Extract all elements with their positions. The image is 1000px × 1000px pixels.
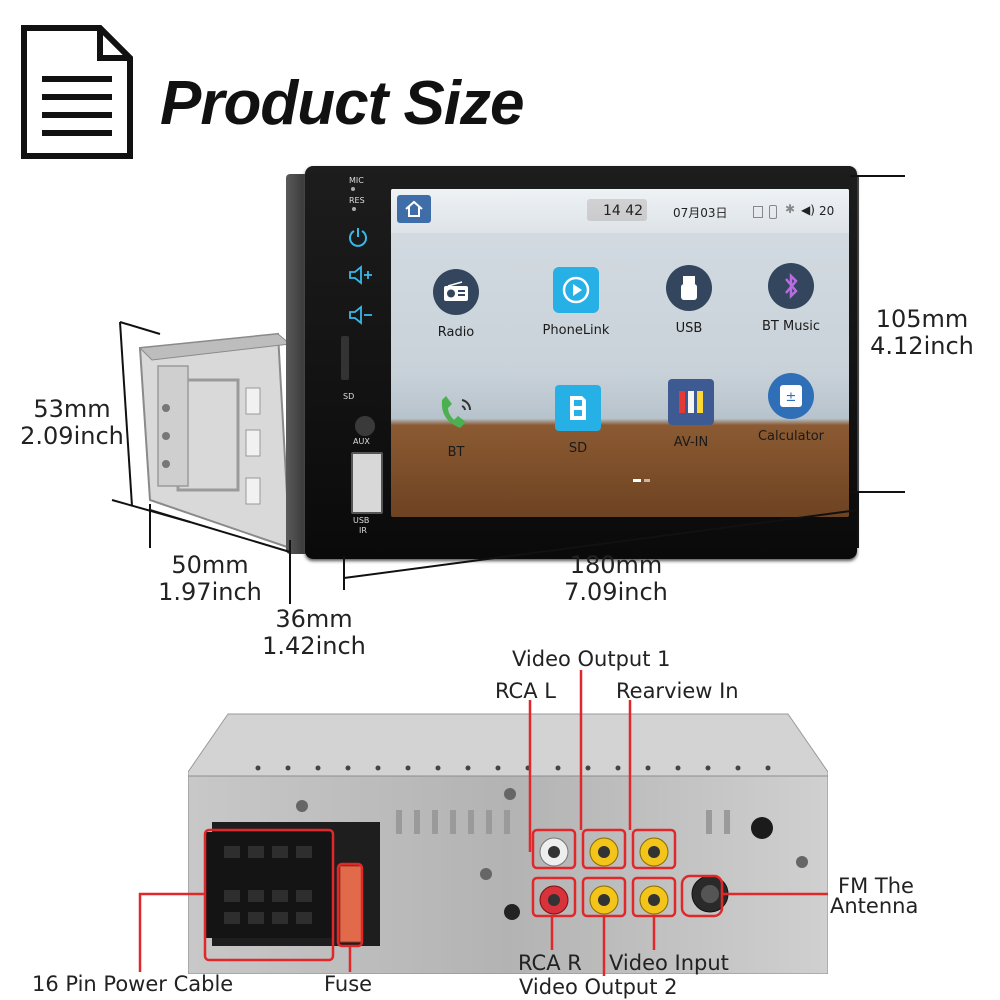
fm-line-1: FM The: [838, 874, 914, 898]
usb-icon: [666, 265, 712, 311]
label-fuse: Fuse: [324, 972, 373, 996]
volume-level: 20: [819, 204, 835, 218]
depth-dimension: 50mm 1.97inch: [146, 552, 274, 606]
sd-card-icon: [555, 385, 601, 431]
app-label: Radio: [437, 325, 475, 340]
power-icon[interactable]: [347, 226, 369, 248]
app-label: BT Music: [762, 319, 820, 334]
app-label: PhoneLink: [542, 323, 610, 338]
app-label: USB: [675, 321, 703, 336]
aux-label: AUX: [353, 437, 370, 446]
usb-label: USB: [353, 516, 370, 525]
label-rca-l: RCA L: [495, 679, 556, 703]
label-rca-r: RCA R: [518, 951, 582, 975]
usb-port[interactable]: [351, 452, 383, 514]
bluetooth-status-icon: ✱: [785, 202, 796, 216]
label-rearview-in: Rearview In: [616, 679, 739, 703]
home-button[interactable]: [397, 195, 431, 223]
phone-icon: [433, 389, 479, 435]
sd-label: SD: [343, 392, 355, 401]
width-dimension: 180mm 7.09inch: [552, 552, 680, 606]
app-label: BT: [447, 445, 465, 460]
mic-label: MIC: [349, 176, 364, 185]
chassis-height-dimension: 53mm 2.09inch: [8, 396, 136, 450]
faceplate-dimension: 36mm 1.42inch: [250, 606, 378, 660]
chassis-height-inch: 2.09inch: [20, 422, 124, 450]
app-bt[interactable]: BT: [401, 389, 511, 460]
app-usb[interactable]: USB: [634, 265, 744, 336]
aux-port[interactable]: [353, 414, 377, 438]
app-calculator[interactable]: ± Calculator: [736, 373, 846, 444]
depth-inch: 1.97inch: [158, 578, 262, 606]
page-indicator: [644, 479, 650, 482]
ir-label: IR: [359, 526, 367, 535]
label-video-output-1: Video Output 1: [512, 647, 671, 671]
depth-mm: 50mm: [171, 551, 249, 579]
app-phonelink[interactable]: PhoneLink: [521, 267, 631, 338]
touch-screen[interactable]: 14 42 07月03日 ✱ ◀) 20 Radio PhoneLink USB…: [391, 189, 849, 517]
width-inch: 7.09inch: [564, 578, 668, 606]
sd-status-icon: [753, 206, 763, 218]
res-label: RES: [349, 196, 365, 205]
height-mm: 105mm: [875, 305, 969, 333]
home-icon: [405, 200, 423, 217]
usb-status-icon: [769, 205, 777, 219]
faceplate-inch: 1.42inch: [262, 632, 366, 660]
app-bt-music[interactable]: BT Music: [736, 263, 846, 334]
width-mm: 180mm: [569, 551, 663, 579]
clock-date: 07月03日: [673, 206, 728, 220]
speaker-icon: ◀): [801, 203, 815, 217]
dimension-lines: [111, 175, 905, 604]
status-bar: 14 42 07月03日 ✱ ◀) 20: [391, 189, 849, 233]
sd-slot[interactable]: [341, 336, 349, 380]
volume-up-icon[interactable]: [347, 264, 373, 286]
app-sd[interactable]: SD: [523, 385, 633, 456]
document-icon: [21, 25, 133, 159]
faceplate-mm: 36mm: [275, 605, 353, 633]
app-av-in[interactable]: AV-IN: [636, 379, 746, 450]
app-label: Calculator: [757, 429, 824, 444]
metal-chassis: [138, 332, 292, 550]
rear-panel: [188, 713, 828, 974]
mic-hole: [351, 187, 355, 191]
time-backdrop: [587, 199, 647, 221]
rca-icon: [668, 379, 714, 425]
page-title: Product Size: [160, 69, 525, 138]
reset-hole[interactable]: [352, 207, 356, 211]
play-icon: [553, 267, 599, 313]
label-fm-antenna: FM The Antenna: [830, 874, 918, 917]
label-video-output-2: Video Output 2: [519, 975, 678, 999]
app-radio[interactable]: Radio: [401, 269, 511, 340]
label-power-cable: 16 Pin Power Cable: [32, 972, 234, 996]
connector-callouts: [138, 670, 828, 976]
volume-down-icon[interactable]: [347, 304, 373, 326]
app-label: AV-IN: [673, 435, 709, 450]
clock-time: 14 42: [603, 203, 644, 219]
radio-icon: [433, 269, 479, 315]
calculator-icon: ±: [768, 373, 814, 419]
fm-line-2: Antenna: [830, 894, 919, 918]
height-inch: 4.12inch: [870, 332, 974, 360]
label-video-input: Video Input: [609, 951, 729, 975]
app-label: SD: [568, 441, 588, 456]
page-indicator: [633, 479, 641, 482]
height-dimension: 105mm 4.12inch: [858, 306, 986, 360]
svg-text:±: ±: [786, 390, 797, 405]
bluetooth-icon: [768, 263, 814, 309]
chassis-height-mm: 53mm: [33, 395, 111, 423]
